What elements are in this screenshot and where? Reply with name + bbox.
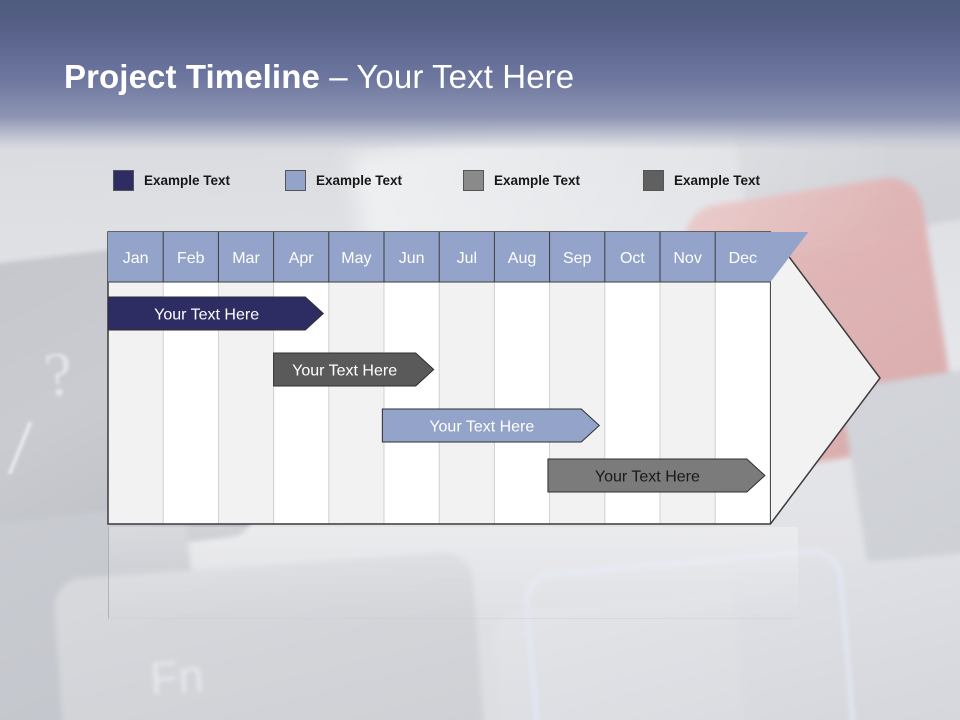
legend-label-4: Example Text [674, 173, 761, 188]
chart-header-label-feb: Feb [177, 250, 205, 267]
timeline-bar-1[interactable]: Your Text Here [107, 296, 325, 331]
legend-item-3[interactable]: Example Text [463, 170, 580, 194]
legend-swatch-icon-2 [285, 170, 306, 191]
page-title-strong: Project Timeline [64, 58, 320, 95]
chart-header-label-may: May [341, 250, 371, 267]
legend-label-3: Example Text [494, 173, 581, 188]
page-title-light: Your Text Here [356, 58, 575, 95]
page-title-separator: – [319, 58, 357, 95]
timeline-bar-label-3: Your Text Here [429, 419, 534, 436]
legend-item-2[interactable]: Example Text [285, 170, 402, 194]
legend: Example Text Example Text Example Text E… [113, 170, 813, 194]
chart-header-label-sep: Sep [563, 250, 592, 267]
chart-header-label-jul: Jul [457, 250, 477, 267]
legend-item-1[interactable]: Example Text [113, 170, 230, 194]
chart-header-label-jun: Jun [399, 250, 425, 267]
legend-label-2: Example Text [316, 173, 403, 188]
timeline-bar-label-2: Your Text Here [292, 363, 397, 380]
legend-item-4[interactable]: Example Text [643, 170, 760, 194]
timeline-bar-shape-1 [107, 296, 325, 331]
page-title: Project Timeline – Your Text Here [64, 58, 574, 96]
chart-reflection [108, 527, 798, 619]
chart-header-label-dec: Dec [729, 250, 757, 267]
chart-header-label-aug: Aug [508, 250, 536, 267]
chart-header-group: Jan Feb Mar Apr May Jun Jul Aug Sep Oct Nov Dec [108, 232, 809, 283]
legend-swatch-icon-3 [463, 170, 484, 191]
legend-swatch-icon-1 [113, 170, 134, 191]
chart-header-label-oct: Oct [620, 250, 645, 267]
timeline-bar-label-1: Your Text Here [154, 307, 259, 324]
timeline-bar-label-4: Your Text Here [595, 469, 700, 486]
chart-header-label-mar: Mar [232, 250, 260, 267]
legend-swatch-icon-4 [643, 170, 664, 191]
timeline-bar-2[interactable]: Your Text Here [273, 352, 435, 387]
timeline-bar-shape-2 [273, 352, 435, 387]
title-band [0, 0, 960, 150]
chart-header-band [108, 232, 809, 282]
timeline-bar-shape-4 [547, 458, 766, 493]
chart-header-label-nov: Nov [673, 250, 701, 267]
chart-header-label-apr: Apr [289, 250, 315, 267]
timeline-bar-4[interactable]: Your Text Here [547, 458, 766, 493]
legend-label-1: Example Text [144, 173, 231, 188]
chart-arrow-tip-fill [770, 232, 880, 524]
timeline-bar-shape-3 [381, 408, 601, 443]
chart-header-label-jan: Jan [123, 250, 149, 267]
timeline-bar-3[interactable]: Your Text Here [381, 408, 601, 443]
